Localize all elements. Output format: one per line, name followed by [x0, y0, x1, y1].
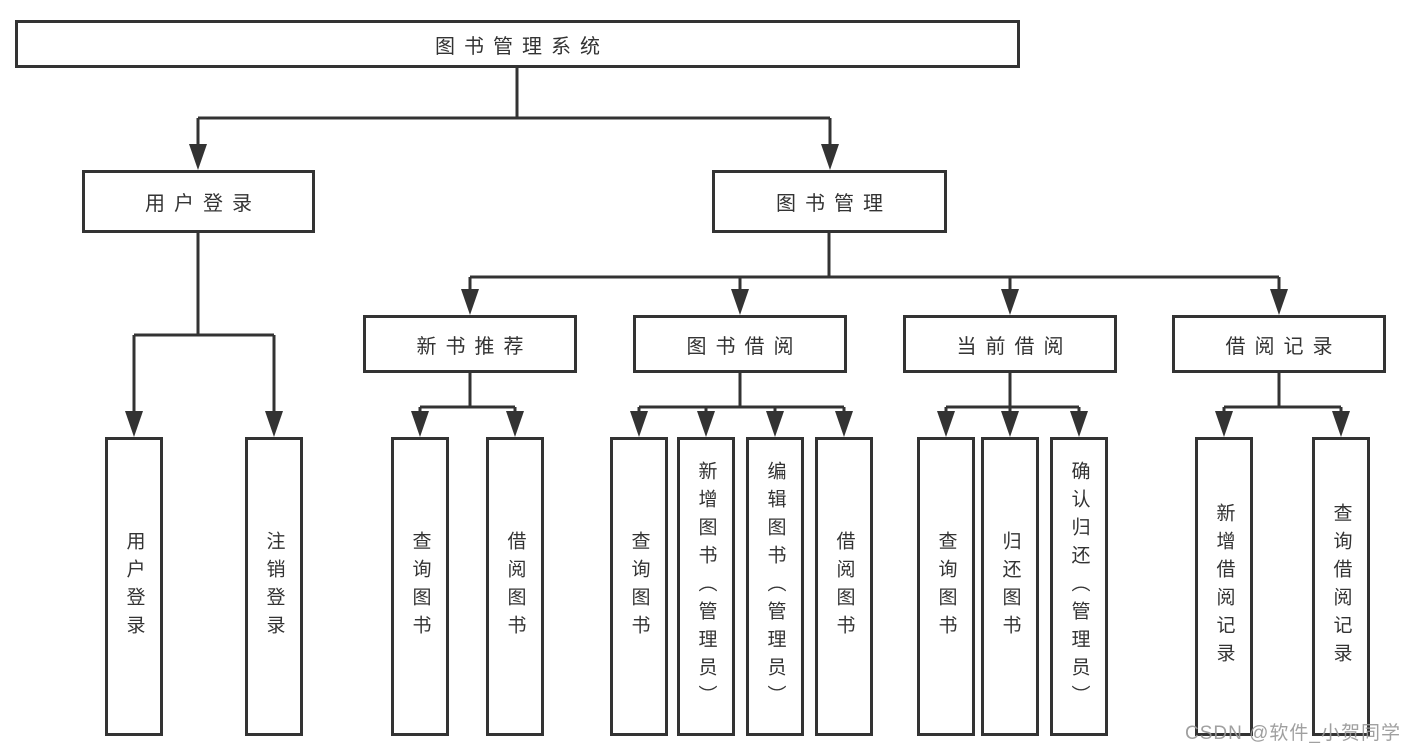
leaf-label: 查询借阅记录: [1330, 502, 1352, 671]
node-label: 借阅记录: [1225, 335, 1342, 358]
node-current-borrowing: 当前借阅: [903, 315, 1117, 373]
leaf-label: 查询图书: [628, 530, 650, 643]
leaf-query-books-borrowing: 查询图书: [610, 437, 668, 736]
node-label: 新书推荐: [416, 335, 533, 358]
node-label: 图书管理: [776, 193, 892, 215]
node-book-borrowing: 图书借阅: [633, 315, 847, 373]
leaf-label: 查询图书: [935, 530, 957, 643]
leaf-edit-book-admin: 编辑图书（管理员）: [746, 437, 804, 736]
node-book-management: 图书管理: [712, 170, 947, 233]
leaf-query-books-current: 查询图书: [917, 437, 975, 736]
leaf-confirm-return-admin: 确认归还（管理员）: [1050, 437, 1108, 736]
leaf-label: 注销登录: [263, 530, 285, 643]
node-label: 图书管理系统: [435, 35, 609, 58]
node-borrowing-records: 借阅记录: [1172, 315, 1386, 373]
leaf-label: 新增图书（管理员）: [695, 460, 717, 713]
leaf-label: 编辑图书（管理员）: [764, 460, 786, 713]
leaf-label: 借阅图书: [504, 530, 526, 643]
leaf-query-borrow-record: 查询借阅记录: [1312, 437, 1370, 736]
leaf-label: 借阅图书: [833, 530, 855, 643]
node-user-login: 用户登录: [82, 170, 315, 233]
leaf-borrow-books-recommend: 借阅图书: [486, 437, 544, 736]
leaf-user-login: 用户登录: [105, 437, 163, 736]
leaf-query-books-recommend: 查询图书: [391, 437, 449, 736]
leaf-label: 确认归还（管理员）: [1068, 460, 1090, 713]
leaf-logout: 注销登录: [245, 437, 303, 736]
node-new-book-recommend: 新书推荐: [363, 315, 577, 373]
leaf-add-borrow-record: 新增借阅记录: [1195, 437, 1253, 736]
node-library-system: 图书管理系统: [15, 20, 1020, 68]
node-label: 当前借阅: [956, 335, 1073, 358]
leaf-label: 新增借阅记录: [1213, 502, 1235, 671]
leaf-label: 查询图书: [409, 530, 431, 643]
node-label: 用户登录: [145, 193, 261, 215]
leaf-return-books: 归还图书: [981, 437, 1039, 736]
leaf-label: 用户登录: [123, 530, 145, 643]
leaf-add-book-admin: 新增图书（管理员）: [677, 437, 735, 736]
leaf-label: 归还图书: [999, 530, 1021, 643]
node-label: 图书借阅: [686, 335, 803, 358]
csdn-watermark: CSDN @软件_小贺同学: [1185, 723, 1401, 744]
leaf-borrow-books-borrowing: 借阅图书: [815, 437, 873, 736]
